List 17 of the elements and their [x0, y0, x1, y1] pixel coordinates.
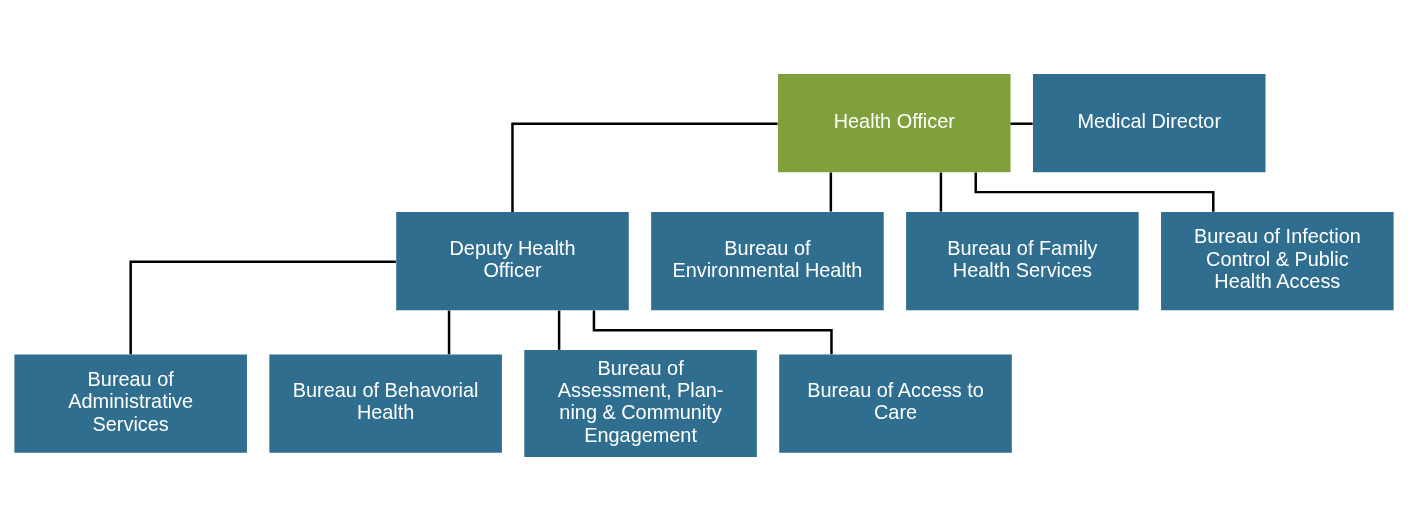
node-box: Bureau of Administrative Services — [14, 354, 247, 453]
node-box: Bureau of Behavorial Health — [269, 354, 502, 453]
connector — [939, 172, 943, 212]
node-box: Deputy Health Officer — [396, 212, 629, 311]
connector — [447, 310, 451, 355]
node-box: Bureau of Assessment, Plan- ning & Community Engagement — [524, 350, 757, 458]
node-box: Bureau of Family Health Services — [906, 212, 1139, 311]
node-box: Bureau of Environmental Health — [651, 212, 884, 311]
node-box: Health Officer — [778, 73, 1011, 173]
connector — [557, 310, 561, 350]
node-box: Medical Director — [1032, 73, 1266, 173]
connector — [511, 122, 778, 212]
connector — [129, 260, 396, 355]
node-box: Bureau of Access to Care — [779, 354, 1012, 453]
node-box: Bureau of Infection Control & Public Health Access — [1161, 212, 1394, 311]
connector — [1010, 122, 1033, 125]
connector — [829, 172, 833, 212]
